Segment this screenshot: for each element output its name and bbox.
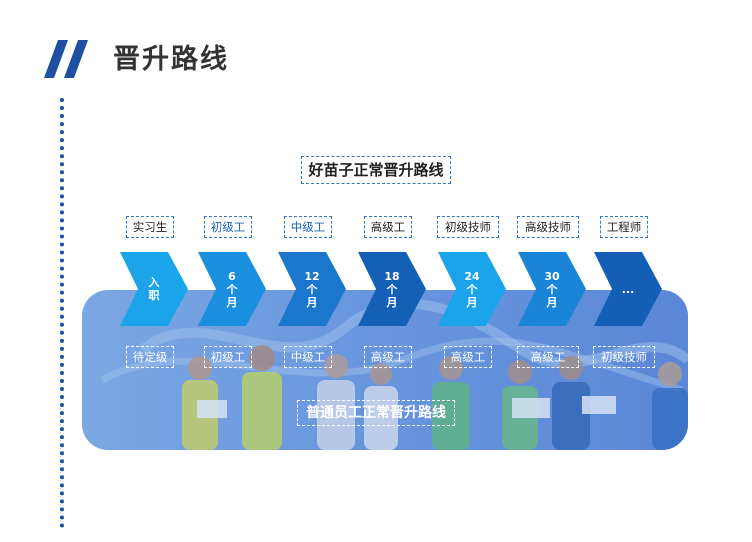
step-arrow: ... bbox=[594, 252, 662, 326]
step-arrow: 12 个 月 bbox=[278, 252, 346, 326]
step-duration: 6 个 月 bbox=[226, 269, 238, 309]
bottom-step-label: 初级工 bbox=[204, 346, 252, 368]
chevron-arrow-icon bbox=[120, 252, 188, 326]
bottom-step-label: 待定级 bbox=[126, 346, 174, 368]
double-slash-logo-icon bbox=[44, 40, 88, 78]
bottom-route-title: 普通员工正常晋升路线 bbox=[297, 400, 455, 426]
page-title: 晋升路线 bbox=[113, 44, 229, 75]
top-step-label: 高级工 bbox=[364, 216, 412, 238]
top-step-label: 初级工 bbox=[204, 216, 252, 238]
step-arrow: 入 职 bbox=[120, 252, 188, 326]
chevron-arrow-icon bbox=[278, 252, 346, 326]
bottom-step-label: 初级技师 bbox=[593, 346, 655, 368]
chevron-arrow-icon bbox=[594, 252, 662, 326]
step-duration: 12 个 月 bbox=[304, 269, 320, 309]
top-step-label: 中级工 bbox=[284, 216, 332, 238]
chevron-arrow-icon bbox=[198, 252, 266, 326]
step-duration: 24 个 月 bbox=[464, 269, 480, 309]
top-step-label: 高级技师 bbox=[517, 216, 579, 238]
step-arrow: 6 个 月 bbox=[198, 252, 266, 326]
chevron-arrow-icon bbox=[358, 252, 426, 326]
chevron-arrow-icon bbox=[518, 252, 586, 326]
top-step-label: 工程师 bbox=[600, 216, 648, 238]
chevron-arrow-icon bbox=[438, 252, 506, 326]
step-duration: ... bbox=[621, 282, 635, 296]
step-arrow: 18 个 月 bbox=[358, 252, 426, 326]
step-arrow: 24 个 月 bbox=[438, 252, 506, 326]
bottom-step-label: 高级工 bbox=[444, 346, 492, 368]
step-duration: 30 个 月 bbox=[544, 269, 560, 309]
step-duration: 入 职 bbox=[148, 276, 160, 302]
step-duration: 18 个 月 bbox=[384, 269, 400, 309]
top-step-label: 实习生 bbox=[126, 216, 174, 238]
bottom-step-label: 高级工 bbox=[364, 346, 412, 368]
top-route-title: 好苗子正常晋升路线 bbox=[301, 156, 451, 184]
top-step-label: 初级技师 bbox=[437, 216, 499, 238]
dotted-vertical-divider bbox=[60, 98, 64, 528]
bottom-step-label: 中级工 bbox=[284, 346, 332, 368]
step-arrow: 30 个 月 bbox=[518, 252, 586, 326]
bottom-step-label: 高级工 bbox=[517, 346, 579, 368]
